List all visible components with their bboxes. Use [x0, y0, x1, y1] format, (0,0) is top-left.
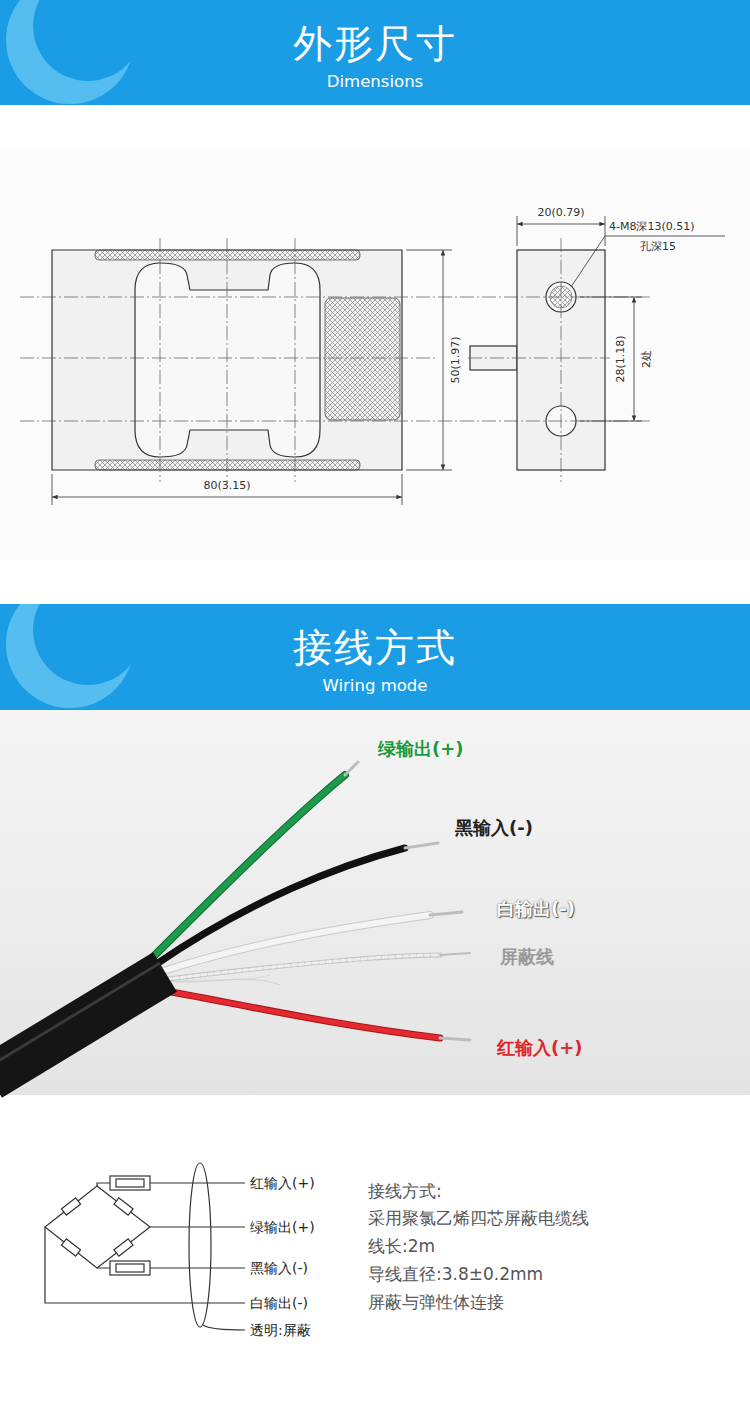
dimension-line [517, 216, 518, 246]
front-view [135, 263, 320, 457]
cable-wires [345, 762, 358, 775]
bridge-schematic [116, 1179, 144, 1187]
dimension-line [52, 216, 725, 505]
center-line [561, 238, 562, 482]
pin-label: 黑输入(-) [250, 1260, 308, 1276]
pin-label: 绿输出(+) [250, 1219, 315, 1235]
center-line [20, 297, 650, 298]
drawing-panel [0, 150, 750, 560]
center-line [20, 421, 650, 422]
thread-callout: 孔深15 [640, 241, 676, 254]
cable-wires [440, 953, 470, 955]
bridge-schematic [110, 1261, 150, 1275]
spec-note: 屏蔽与弹性体连接 [368, 1293, 504, 1313]
dimension-line [580, 421, 642, 422]
wire-label: 黑输入(-) [455, 818, 533, 839]
pin-label: 红输入(+) [250, 1175, 315, 1191]
dimension-line [406, 470, 452, 471]
bridge-schematic [116, 1264, 144, 1272]
wire-label: 屏蔽线 [500, 947, 554, 968]
dimension-label: 28(1.18) [615, 335, 628, 382]
center-line [160, 238, 161, 482]
photo-ground [0, 710, 750, 1095]
cable-jacket [0, 972, 165, 1078]
wire-label: 红输入(+) [497, 1038, 583, 1059]
bridge-schematic [114, 1239, 133, 1256]
dimension-line [402, 474, 403, 505]
cable-jacket [0, 963, 165, 1078]
dimension-line [580, 297, 642, 298]
cable-wires [440, 1038, 470, 1040]
bridge-schematic [61, 1239, 80, 1256]
bridge-schematic [114, 1198, 133, 1215]
header-band: 接线方式 Wiring mode [0, 604, 750, 710]
bridge-schematic [110, 1176, 150, 1190]
front-view [95, 250, 360, 260]
spec-note: 接线方式: [368, 1182, 442, 1202]
wire-label: 白输出(-) [497, 899, 575, 920]
dimension-line [605, 216, 606, 246]
center-line [20, 238, 650, 482]
center-line [295, 238, 296, 482]
front-view [95, 460, 360, 470]
bridge-schematic [61, 1198, 80, 1215]
dimension-line [52, 497, 402, 498]
band-decoration [33, 0, 143, 81]
cable-wires [160, 990, 440, 1038]
drawing-panel [0, 150, 750, 560]
cable-wires [160, 955, 440, 980]
band-subtitle: Dimensions [0, 72, 750, 91]
pin-label: 透明:屏蔽 [250, 1322, 311, 1338]
dimension-label: 20(0.79) [537, 207, 584, 220]
photo-ground [0, 710, 750, 1095]
bridge-schematic [189, 1163, 211, 1327]
bridge-schematic [61, 1239, 80, 1256]
pin-label: 白输出(-) [250, 1295, 308, 1311]
spec-note: 线长:2m [368, 1237, 435, 1257]
wire-label: 绿输出(+) [378, 739, 464, 760]
dimension-line [443, 250, 444, 470]
cable-wires [430, 912, 462, 915]
center-line [468, 358, 610, 359]
dimension-line [517, 224, 605, 225]
cable-wires [150, 762, 470, 1040]
band-title: 外形尺寸 [0, 22, 750, 67]
cable-wires [405, 843, 438, 848]
dimension-label: 2处 [641, 350, 654, 368]
bridge-schematic [203, 1325, 245, 1330]
bridge-schematic [150, 1226, 245, 1227]
cable-wires [155, 848, 405, 965]
band-subtitle: Wiring mode [0, 676, 750, 695]
band-decoration [33, 604, 143, 685]
header-band: 外形尺寸 Dimensions [0, 0, 750, 105]
cable-jacket [0, 963, 160, 1066]
spec-note: 采用聚氯乙烯四芯屏蔽电缆线 [368, 1209, 589, 1229]
dimension-label: 80(3.15) [203, 480, 250, 493]
bridge-schematic [45, 1227, 245, 1303]
dimension-label: 50(1.97) [450, 336, 463, 383]
cable-wires [160, 990, 440, 1038]
front-view [325, 298, 400, 420]
bridge-schematic [61, 1198, 80, 1215]
center-line [227, 238, 228, 482]
bridge-schematic [114, 1239, 133, 1256]
bridge-schematic [114, 1198, 133, 1215]
spec-note: 导线直径:3.8±0.2mm [368, 1265, 543, 1285]
center-line [20, 358, 438, 359]
side-view [470, 250, 605, 470]
dimension-line [571, 236, 725, 287]
cable-wires [160, 955, 440, 980]
dimension-line [634, 297, 635, 421]
band-title: 接线方式 [0, 626, 750, 671]
dimension-line [52, 474, 53, 505]
bridge-schematic [45, 1163, 245, 1330]
dimension-line [406, 250, 452, 251]
thread-callout: 4-M8深13(0.51) [609, 221, 695, 234]
bridge-schematic [45, 1186, 150, 1268]
